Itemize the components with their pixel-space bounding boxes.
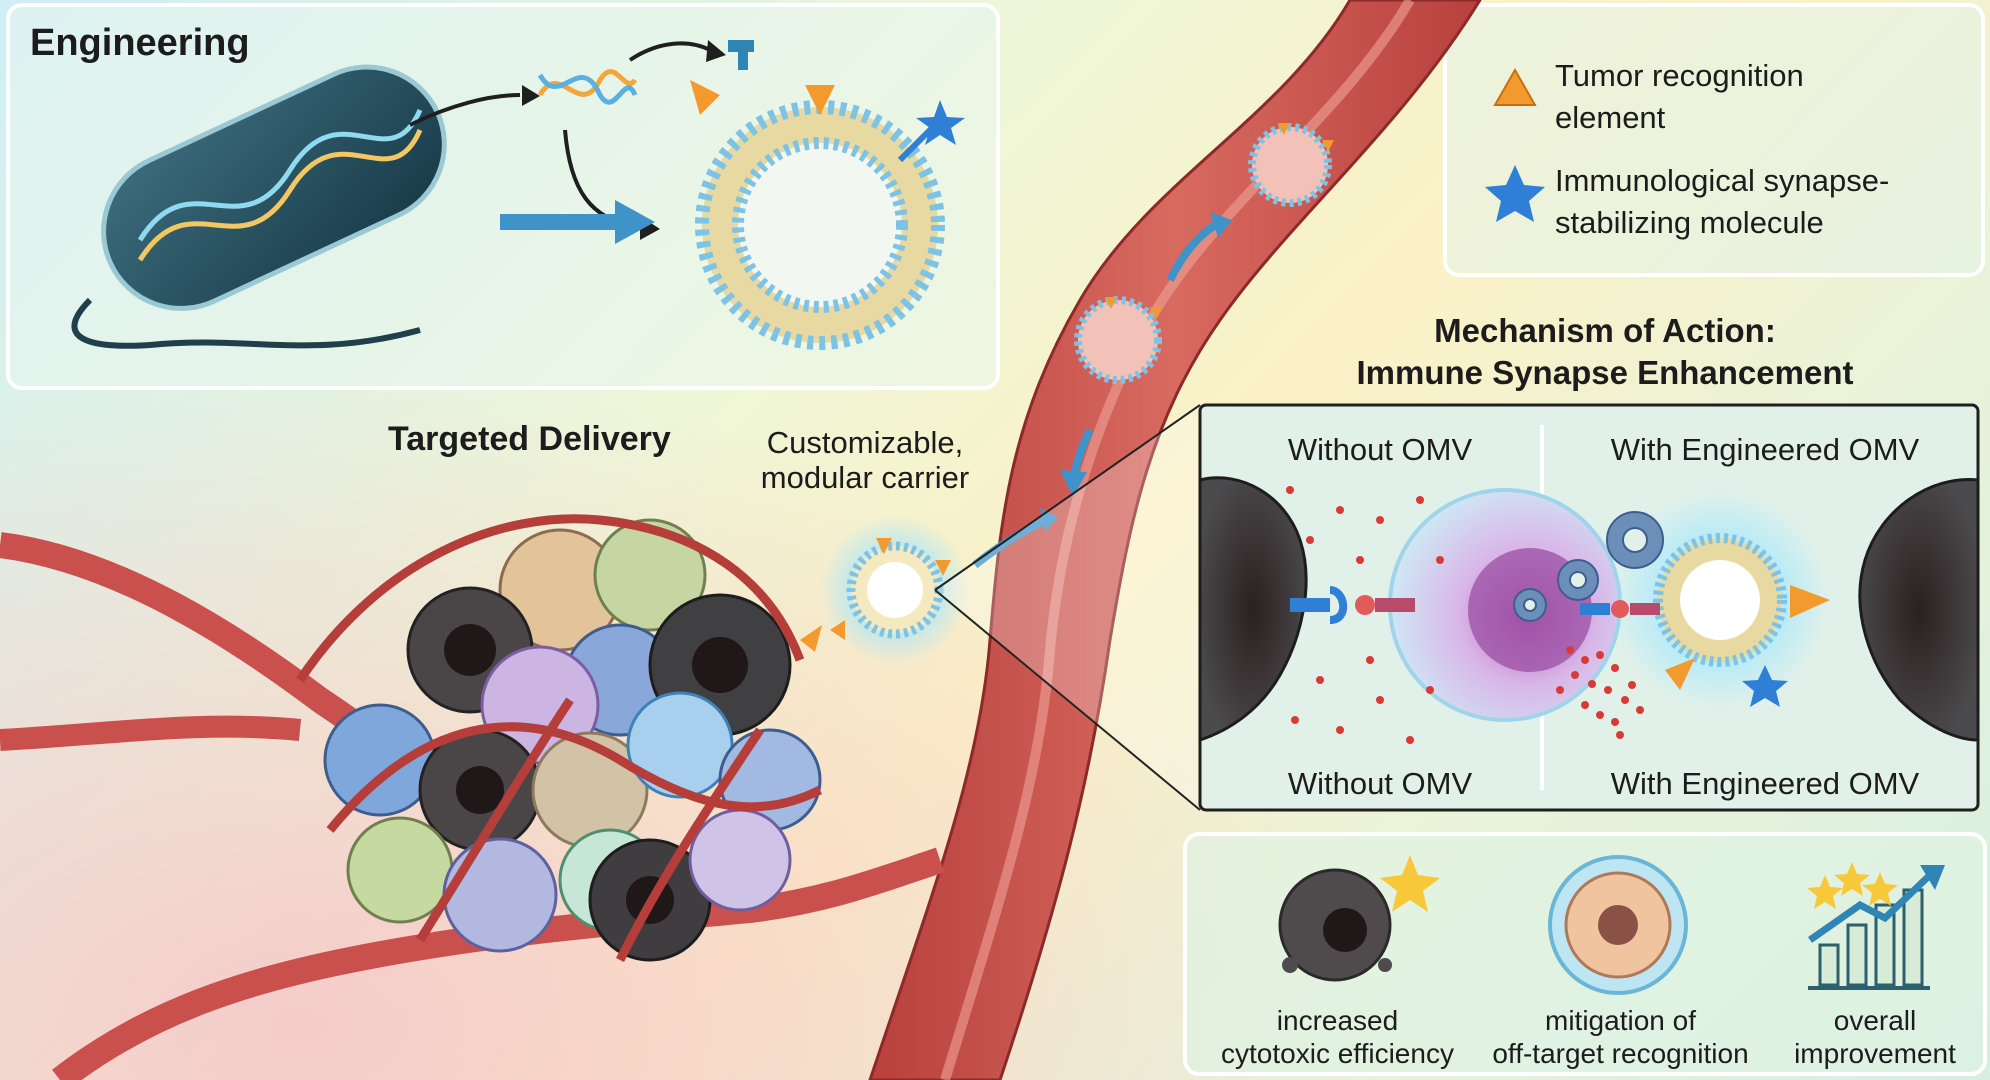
tumor-cell-right bbox=[1858, 478, 1980, 742]
without-omv-bottom-label: Without OMV bbox=[1287, 766, 1473, 801]
vessel-arrow-head bbox=[1060, 470, 1087, 497]
arrow-to-dna bbox=[409, 93, 521, 127]
mechanism-title-line1: Mechanism of Action: bbox=[1434, 312, 1776, 349]
outcome-3-label-line1: overall bbox=[1833, 1005, 1917, 1036]
with-omv-top-label: With Engineered OMV bbox=[1610, 432, 1920, 467]
outcome-1-label-line2: cytotoxic efficiency bbox=[1221, 1038, 1454, 1069]
big-blue-arrow-head bbox=[615, 200, 655, 244]
tumor-recognition-triangle bbox=[1665, 658, 1695, 690]
mechanism-title-line2: Immune Synapse Enhancement bbox=[1356, 354, 1854, 391]
improvement-icon bbox=[1807, 862, 1945, 990]
vessel-arrow-head bbox=[1210, 212, 1232, 238]
cytotoxic-icon bbox=[1278, 855, 1440, 982]
clustered-particles-right bbox=[1556, 646, 1644, 739]
outcome-2-label-line1: mitigation of bbox=[1545, 1005, 1696, 1036]
vesicle-in-vessel-1 bbox=[1248, 123, 1334, 207]
tumor-mass bbox=[0, 514, 945, 1080]
zoom-line bbox=[934, 589, 1201, 811]
gear-icon bbox=[1513, 511, 1664, 622]
carrier-label-line1: Customizable, bbox=[766, 425, 964, 460]
legend-star-label-line1: Immunological synapse- bbox=[1555, 163, 1890, 198]
with-omv-bottom-label: With Engineered OMV bbox=[1610, 766, 1920, 801]
mitigation-icon bbox=[1548, 855, 1688, 995]
vessel-arrow bbox=[1166, 221, 1218, 282]
receptor-pair-right bbox=[1580, 600, 1660, 618]
outcome-1-label-line1: increased bbox=[1276, 1005, 1399, 1036]
legend-triangle-icon bbox=[1493, 67, 1537, 106]
synapse-star bbox=[1742, 665, 1788, 707]
vesicle-in-vessel-2 bbox=[1074, 296, 1162, 384]
legend-panel bbox=[1443, 3, 1985, 277]
outcome-3-label-line2: improvement bbox=[1794, 1038, 1956, 1069]
arrow-head bbox=[706, 40, 726, 62]
scattered-particles-left bbox=[1286, 486, 1444, 744]
carrier-label-line2: modular carrier bbox=[760, 460, 970, 495]
outcome-2-label-line2: off-target recognition bbox=[1492, 1038, 1749, 1069]
engineered-vesicle bbox=[690, 80, 965, 350]
bacterium bbox=[71, 64, 447, 349]
arrow-to-protein bbox=[628, 41, 711, 62]
tumor-recognition-triangle bbox=[800, 625, 822, 652]
engineering-title: Engineering bbox=[30, 22, 250, 64]
legend-triangle-label-line2: element bbox=[1555, 100, 1666, 135]
carrier-vesicle bbox=[830, 538, 951, 640]
receptor-pair-left bbox=[1290, 586, 1415, 624]
legend-star-label-line2: stabilizing molecule bbox=[1555, 205, 1824, 240]
vessel-arrow bbox=[972, 516, 1047, 569]
protein-icon bbox=[728, 40, 754, 70]
legend-star-icon bbox=[1485, 165, 1545, 222]
dna-icon bbox=[537, 69, 638, 105]
zoom-line bbox=[934, 404, 1201, 591]
targeted-delivery-title: Targeted Delivery bbox=[388, 420, 671, 458]
engineered-omv-core bbox=[1680, 560, 1760, 640]
without-omv-top-label: Without OMV bbox=[1287, 432, 1473, 467]
arrow-head bbox=[522, 85, 540, 106]
legend-triangle-label-line1: Tumor recognition bbox=[1555, 58, 1804, 93]
tumor-recognition-triangle bbox=[1790, 585, 1830, 618]
zoom-cone bbox=[935, 405, 1200, 810]
